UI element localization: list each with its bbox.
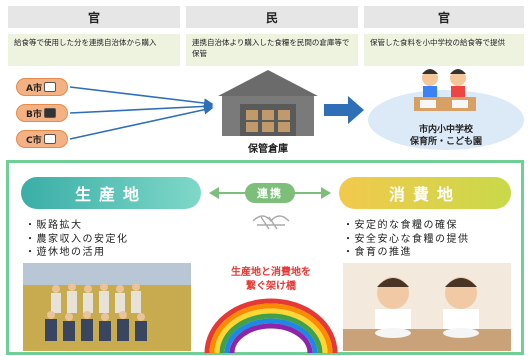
city-c-label: C市 [26, 135, 42, 146]
food-icon [43, 108, 56, 118]
producer-bullet-2: 農家収入の安定化 [25, 233, 129, 247]
rainbow-icon [204, 298, 338, 353]
city-b-label: B市 [26, 109, 42, 120]
school-ellipse [368, 90, 524, 150]
warehouse-to-school-arrow [324, 96, 364, 124]
school-label-1: 市内小中学校 [418, 125, 473, 135]
bottom-panel: 生産地 消費地 連携 販路拡大 農家収入の安定化 遊休地の活用 安定的な食糧の確… [6, 160, 524, 355]
consumer-bullet-1: 安定的な食糧の確保 [343, 219, 470, 233]
warehouse-icon [218, 70, 318, 136]
consumer-title: 消費地 [339, 177, 511, 209]
column-desc-3: 保管した食料を小中学校の給食等で提供 [364, 34, 524, 66]
producer-bullets: 販路拡大 農家収入の安定化 遊休地の活用 [25, 219, 129, 260]
bridge-line-2: 繋ぐ架け橋 [246, 281, 296, 292]
column-header-3: 官 [364, 6, 524, 28]
warehouse-label: 保管倉庫 [248, 144, 288, 155]
bridge-line-1: 生産地と消費地を [231, 267, 311, 278]
producer-bullet-3: 遊休地の活用 [25, 246, 129, 260]
city-a: A市 [16, 78, 68, 96]
column-header-2: 民 [186, 6, 358, 28]
consumer-bullet-3: 食育の推進 [343, 246, 470, 260]
producer-bullet-1: 販路拡大 [25, 219, 129, 233]
column-desc-1: 給食等で使用した分を連携自治体から購入 [8, 34, 180, 66]
consumer-bullets: 安定的な食糧の確保 安全安心な食糧の提供 食育の推進 [343, 219, 470, 260]
handshake-icon [252, 215, 290, 230]
city-c: C市 [16, 130, 68, 148]
rice-bag-icon [43, 134, 56, 144]
school-label-2: 保育所・こども園 [409, 137, 482, 147]
link-label: 連携 [257, 187, 283, 200]
producer-title: 生産地 [21, 177, 201, 209]
consumer-bullet-2: 安全安心な食糧の提供 [343, 233, 470, 247]
rice-bag-icon [43, 82, 56, 92]
farmers-photo [23, 263, 191, 351]
city-a-label: A市 [26, 83, 42, 94]
flow-arrows [69, 69, 524, 150]
city-to-warehouse-arrows [69, 86, 214, 140]
link-arrow [209, 183, 331, 230]
column-desc-2: 連携自治体より購入した食糧を民間の倉庫等で保管 [186, 34, 358, 66]
children-lunch-photo [343, 263, 511, 351]
column-header-1: 官 [8, 6, 180, 28]
children-eating-icon [414, 69, 476, 111]
city-b: B市 [16, 104, 68, 122]
